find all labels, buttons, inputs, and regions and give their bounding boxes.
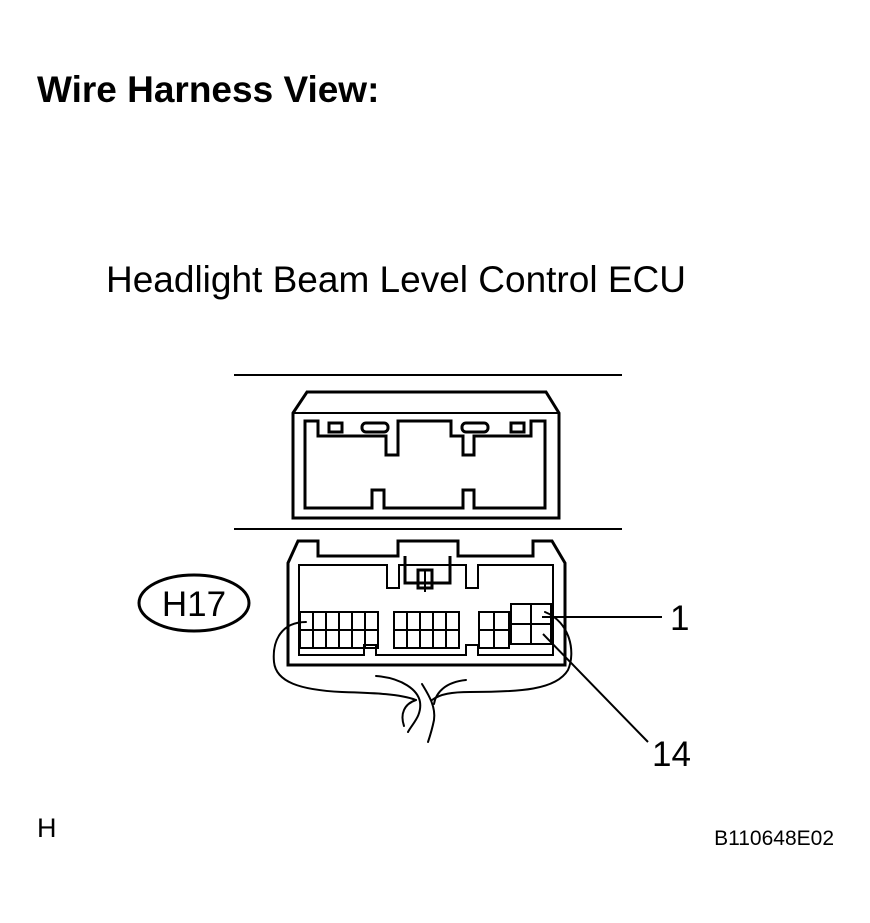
connector-code-oval: [137, 573, 251, 633]
corner-mark: H: [37, 813, 57, 843]
pin-1-label: 1: [670, 599, 689, 638]
pin-14-label: 14: [652, 735, 691, 774]
wire-strand-2: [421, 683, 436, 743]
wire-loop-right: [431, 611, 573, 701]
upper-connector-cavity: [303, 419, 547, 510]
upper-slot-3: [460, 421, 490, 434]
upper-slot-4: [509, 421, 526, 434]
upper-connector-outline: [291, 390, 561, 520]
terminal-grid: [299, 603, 552, 649]
lower-connector-latch: [403, 556, 452, 585]
figure-code: B110648E02: [714, 827, 834, 850]
component-title: Headlight Beam Level Control ECU: [106, 259, 686, 300]
wire-strand-3: [433, 679, 467, 705]
wire-strand-4: [401, 699, 417, 727]
wire-strand-1: [375, 675, 422, 733]
connector-code-label: H17: [162, 585, 226, 624]
wire-loop-left: [272, 621, 417, 701]
upper-slot-2: [360, 421, 390, 434]
lower-connector: [286, 539, 567, 667]
pin-14-leader-line: [542, 633, 649, 743]
lower-connector-outline: [286, 539, 567, 667]
upper-connector: [291, 390, 561, 520]
upper-slot-1: [327, 421, 344, 434]
wire-bundle: [272, 611, 573, 743]
page-title: Wire Harness View:: [37, 69, 380, 110]
lower-connector-inner-rim: [298, 564, 554, 656]
